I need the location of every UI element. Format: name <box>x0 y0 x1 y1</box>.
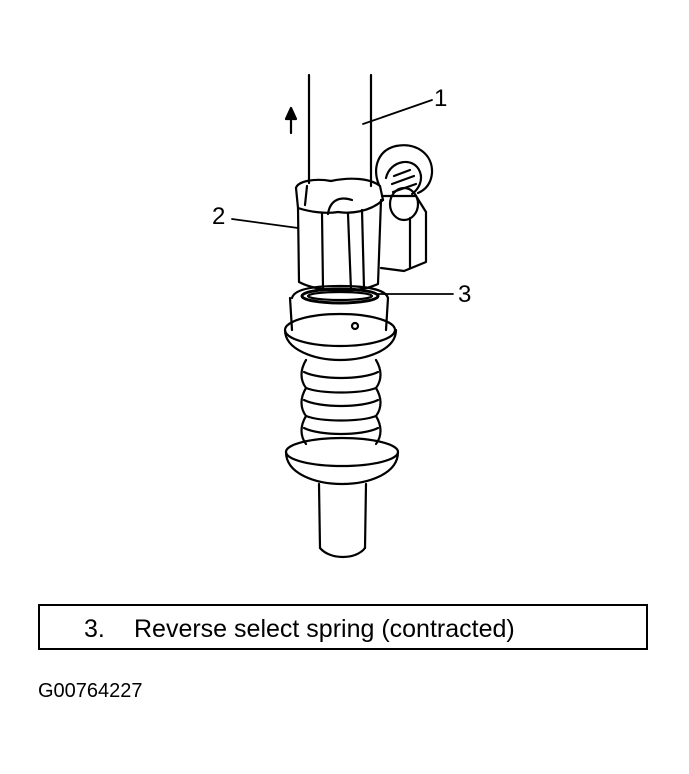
callout-3: 3 <box>458 281 471 308</box>
boot-upper-flange <box>283 284 398 362</box>
figure-id: G00764227 <box>38 680 143 702</box>
shift-shaft <box>307 73 373 188</box>
leader-lines <box>231 99 454 295</box>
reverse-select-spring <box>300 287 380 305</box>
caption-box: 3. Reverse select spring (contracted) <box>38 604 648 650</box>
lower-shaft <box>317 482 368 559</box>
shift-collar <box>294 177 385 292</box>
up-arrow-icon <box>284 106 298 135</box>
caption-number: 3. <box>84 615 105 643</box>
callout-2: 2 <box>212 203 225 230</box>
callout-1: 1 <box>434 85 447 112</box>
caption-text: Reverse select spring (contracted) <box>134 615 515 643</box>
detent-lever <box>375 144 434 273</box>
boot-lower-flange <box>284 436 400 486</box>
boot-bellows <box>300 358 382 446</box>
shift-mechanism-diagram: 1 2 3 <box>212 73 471 559</box>
